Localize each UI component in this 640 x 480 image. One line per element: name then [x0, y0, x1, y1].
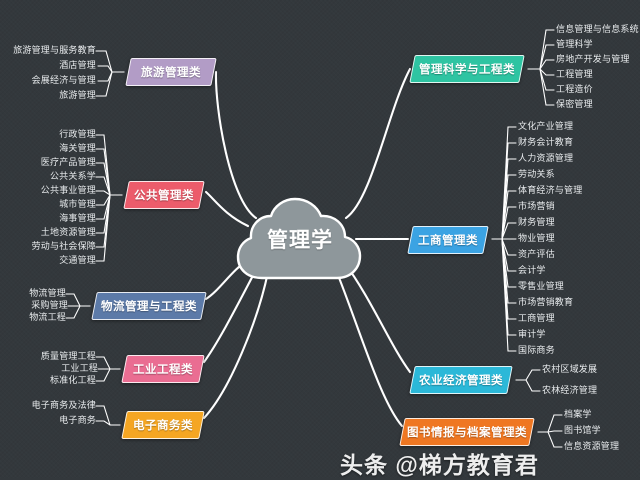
leaf-logistics-1[interactable]: 采购管理 [31, 300, 68, 310]
leaf-business-admin-13[interactable]: 审计学 [518, 329, 546, 339]
branch-node-mgmt-science[interactable]: 管理科学与工程类 [409, 55, 525, 83]
branch-node-public-admin[interactable]: 公共管理类 [123, 181, 205, 209]
leaf-tourism-0[interactable]: 旅游管理与服务教育 [13, 45, 96, 55]
leaf-business-admin-1[interactable]: 财务会计教育 [518, 137, 574, 147]
leaf-agri-economics-1[interactable]: 农林经济管理 [542, 385, 598, 395]
leaf-mgmt-science-3[interactable]: 工程管理 [556, 69, 593, 79]
leaf-public-admin-8[interactable]: 劳动与社会保障 [31, 241, 96, 251]
branch-label-tourism: 旅游管理类 [141, 67, 201, 79]
leaf-public-admin-7[interactable]: 土地资源管理 [40, 227, 96, 237]
branch-label-logistics: 物流管理与工程类 [101, 301, 197, 313]
leaf-tourism-2[interactable]: 会展经济与管理 [31, 75, 96, 85]
leaf-business-admin-4[interactable]: 体育经济与管理 [518, 185, 583, 195]
leaf-public-admin-4[interactable]: 公共事业管理 [40, 185, 96, 195]
trunk-mgmt-science [344, 67, 412, 220]
trunk-agri [342, 260, 412, 374]
leaf-mgmt-science-0[interactable]: 信息管理与信息系统 [556, 24, 639, 34]
branch-label-agri-economics: 农业经济管理类 [419, 375, 503, 387]
watermark: 头条 @梯方教育君 [340, 452, 539, 478]
branch-node-agri-economics[interactable]: 农业经济管理类 [409, 366, 513, 394]
branch-label-public-admin: 公共管理类 [134, 190, 194, 202]
leaf-agri-economics-0[interactable]: 农村区域发展 [542, 364, 598, 374]
leaf-public-admin-6[interactable]: 海事管理 [59, 213, 96, 223]
leaf-business-admin-14[interactable]: 国际商务 [518, 345, 555, 355]
leaf-business-admin-10[interactable]: 零售业管理 [518, 281, 565, 291]
trunk-public-admin [204, 190, 250, 228]
branch-node-business-admin[interactable]: 工商管理类 [407, 226, 489, 254]
leaf-business-admin-0[interactable]: 文化产业管理 [518, 121, 574, 131]
leaf-public-admin-5[interactable]: 城市管理 [59, 199, 96, 209]
trunk-tourism [214, 70, 258, 220]
leaf-public-admin-2[interactable]: 医疗产品管理 [40, 157, 96, 167]
leaf-industrial-2[interactable]: 标准化工程 [49, 375, 96, 385]
leaf-mgmt-science-5[interactable]: 保密管理 [556, 99, 593, 109]
trunk-industrial [202, 264, 260, 364]
branch-label-library-archives: 图书情报与档案管理类 [407, 427, 527, 439]
leaf-business-admin-7[interactable]: 物业管理 [518, 233, 555, 243]
leaf-business-admin-11[interactable]: 市场营销教育 [518, 297, 574, 307]
leaf-library-archives-0[interactable]: 档案学 [564, 409, 592, 419]
center-node-label: 管理学 [267, 229, 333, 252]
leaf-library-archives-2[interactable]: 信息资源管理 [564, 441, 620, 451]
leaf-business-admin-2[interactable]: 人力资源管理 [518, 153, 574, 163]
leaf-mgmt-science-1[interactable]: 管理科学 [556, 39, 593, 49]
leaf-logistics-2[interactable]: 物流工程 [29, 312, 66, 322]
leaf-public-admin-9[interactable]: 交通管理 [59, 255, 96, 265]
leaf-industrial-0[interactable]: 质量管理工程 [40, 351, 96, 361]
branch-label-ecommerce: 电子商务类 [133, 420, 193, 432]
leaf-logistics-0[interactable]: 物流管理 [29, 288, 66, 298]
leaf-industrial-1[interactable]: 工业工程 [61, 363, 98, 373]
branch-node-industrial[interactable]: 工业工程类 [121, 355, 205, 383]
trunk-library [334, 268, 404, 428]
center-node[interactable]: 管理学 [240, 200, 360, 278]
center-cloud-shape [236, 197, 362, 280]
leaf-public-admin-1[interactable]: 海关管理 [59, 143, 96, 153]
leaf-tourism-1[interactable]: 酒店管理 [59, 60, 96, 70]
branch-node-logistics[interactable]: 物流管理与工程类 [91, 292, 207, 320]
leaf-mgmt-science-4[interactable]: 工程造价 [556, 84, 593, 94]
leaf-public-admin-3[interactable]: 公共关系学 [49, 171, 96, 181]
leaf-mgmt-science-2[interactable]: 房地产开发与管理 [556, 54, 630, 64]
branch-label-mgmt-science: 管理科学与工程类 [419, 64, 515, 76]
leaf-tourism-3[interactable]: 旅游管理 [59, 90, 96, 100]
trunk-ecommerce [202, 270, 270, 420]
leaf-connectors [65, 29, 563, 448]
branch-label-industrial: 工业工程类 [133, 364, 193, 376]
leaf-business-admin-3[interactable]: 劳动关系 [518, 169, 555, 179]
leaf-business-admin-6[interactable]: 财务管理 [518, 217, 555, 227]
leaf-public-admin-0[interactable]: 行政管理 [59, 129, 96, 139]
leaf-business-admin-5[interactable]: 市场营销 [518, 201, 555, 211]
branch-label-business-admin: 工商管理类 [418, 235, 478, 247]
branch-node-ecommerce[interactable]: 电子商务类 [121, 411, 205, 439]
leaf-ecommerce-1[interactable]: 电子商务 [59, 415, 96, 425]
leaf-business-admin-8[interactable]: 资产评估 [518, 249, 555, 259]
branch-node-library-archives[interactable]: 图书情报与档案管理类 [399, 418, 535, 446]
leaf-business-admin-12[interactable]: 工商管理 [518, 313, 555, 323]
leaf-library-archives-1[interactable]: 图书馆学 [564, 425, 601, 435]
leaf-business-admin-9[interactable]: 会计学 [518, 265, 546, 275]
leaf-ecommerce-0[interactable]: 电子商务及法律 [31, 400, 96, 410]
branch-node-tourism[interactable]: 旅游管理类 [125, 58, 217, 86]
